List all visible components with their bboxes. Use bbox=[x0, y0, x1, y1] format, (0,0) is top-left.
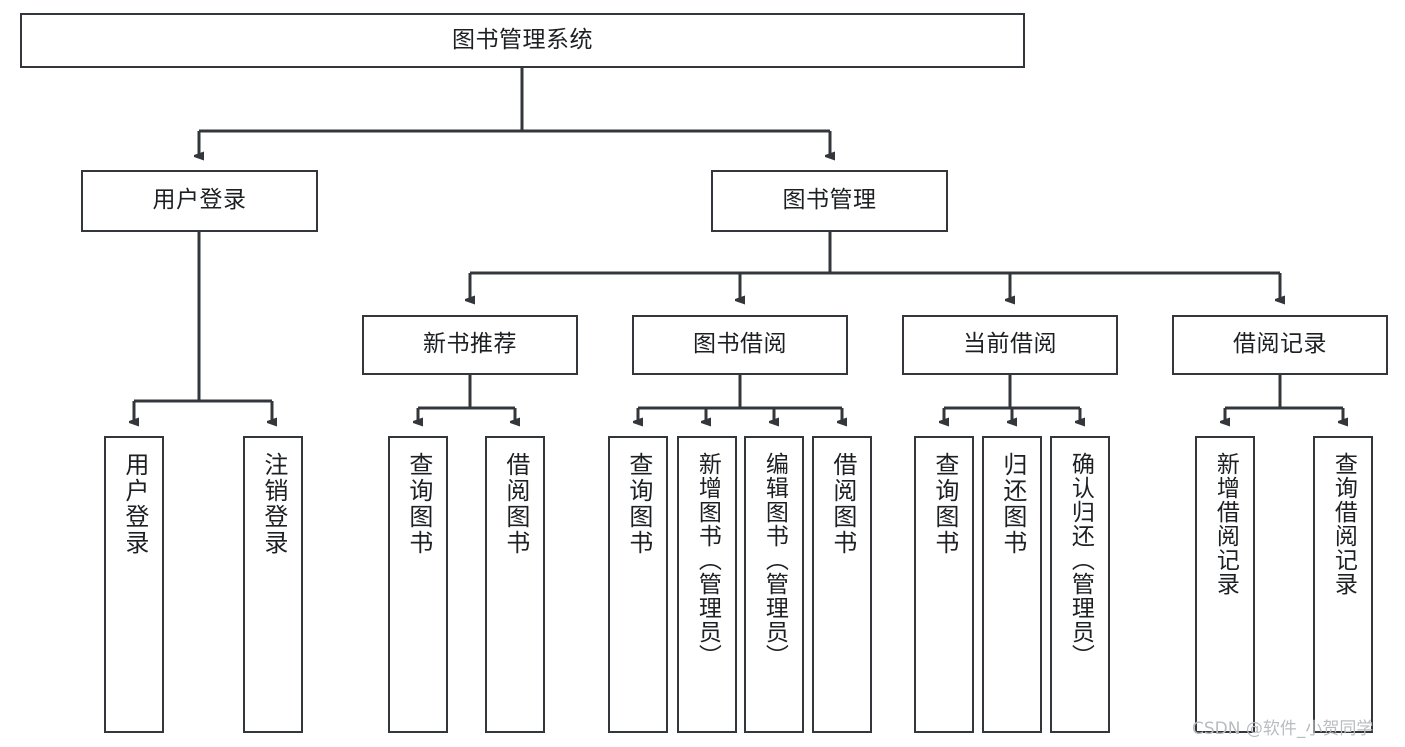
leaf-current-confirm-return-admin[interactable]: 确认归还（管理员） bbox=[1050, 436, 1110, 733]
leaf-recommend-query-book[interactable]: 查询图书 bbox=[388, 436, 448, 733]
node-new-book-recommend[interactable]: 新书推荐 bbox=[362, 315, 578, 375]
leaf-user-login-logout[interactable]: 注销登录 bbox=[243, 436, 303, 733]
node-book-management-label: 图书管理 bbox=[782, 187, 877, 214]
leaf-current-confirm-return-admin-label: 确认归还（管理员） bbox=[1067, 452, 1094, 668]
node-root-label: 图书管理系统 bbox=[452, 26, 593, 53]
node-root[interactable]: 图书管理系统 bbox=[20, 13, 1025, 68]
node-user-login-label: 用户登录 bbox=[152, 187, 247, 214]
leaf-current-query-book[interactable]: 查询图书 bbox=[914, 436, 974, 733]
node-book-management[interactable]: 图书管理 bbox=[711, 170, 948, 232]
node-book-borrow-label: 图书借阅 bbox=[693, 331, 787, 358]
leaf-record-add-record-label: 新增借阅记录 bbox=[1212, 452, 1239, 596]
node-new-book-recommend-label: 新书推荐 bbox=[423, 331, 517, 358]
node-user-login[interactable]: 用户登录 bbox=[81, 170, 318, 232]
leaf-user-login-login-label: 用户登录 bbox=[120, 452, 149, 556]
leaf-borrow-borrow-book-label: 借阅图书 bbox=[828, 452, 857, 556]
node-book-borrow[interactable]: 图书借阅 bbox=[632, 315, 848, 375]
node-current-borrow[interactable]: 当前借阅 bbox=[902, 315, 1118, 375]
leaf-current-return-book-label: 归还图书 bbox=[998, 452, 1027, 556]
leaf-record-query-record-label: 查询借阅记录 bbox=[1330, 452, 1357, 596]
node-current-borrow-label: 当前借阅 bbox=[963, 331, 1057, 358]
leaf-borrow-edit-book-admin-label: 编辑图书（管理员） bbox=[761, 452, 788, 668]
leaf-recommend-query-book-label: 查询图书 bbox=[404, 452, 433, 556]
watermark: CSDN @软件_小贺同学 bbox=[1192, 719, 1374, 739]
node-borrow-record-label: 借阅记录 bbox=[1233, 331, 1327, 358]
leaf-user-login-logout-label: 注销登录 bbox=[259, 452, 288, 556]
node-borrow-record[interactable]: 借阅记录 bbox=[1172, 315, 1388, 375]
leaf-current-return-book[interactable]: 归还图书 bbox=[982, 436, 1042, 733]
leaf-recommend-borrow-book-label: 借阅图书 bbox=[501, 452, 530, 556]
leaf-borrow-query-book[interactable]: 查询图书 bbox=[608, 436, 668, 733]
leaf-borrow-add-book-admin-label: 新增图书（管理员） bbox=[694, 452, 721, 668]
leaf-borrow-add-book-admin[interactable]: 新增图书（管理员） bbox=[677, 436, 737, 733]
leaf-record-query-record[interactable]: 查询借阅记录 bbox=[1313, 436, 1373, 733]
leaf-recommend-borrow-book[interactable]: 借阅图书 bbox=[485, 436, 545, 733]
leaf-borrow-edit-book-admin[interactable]: 编辑图书（管理员） bbox=[744, 436, 804, 733]
leaf-current-query-book-label: 查询图书 bbox=[930, 452, 959, 556]
leaf-user-login-login[interactable]: 用户登录 bbox=[104, 436, 164, 733]
leaf-borrow-borrow-book[interactable]: 借阅图书 bbox=[812, 436, 872, 733]
leaf-record-add-record[interactable]: 新增借阅记录 bbox=[1195, 436, 1255, 733]
leaf-borrow-query-book-label: 查询图书 bbox=[624, 452, 653, 556]
